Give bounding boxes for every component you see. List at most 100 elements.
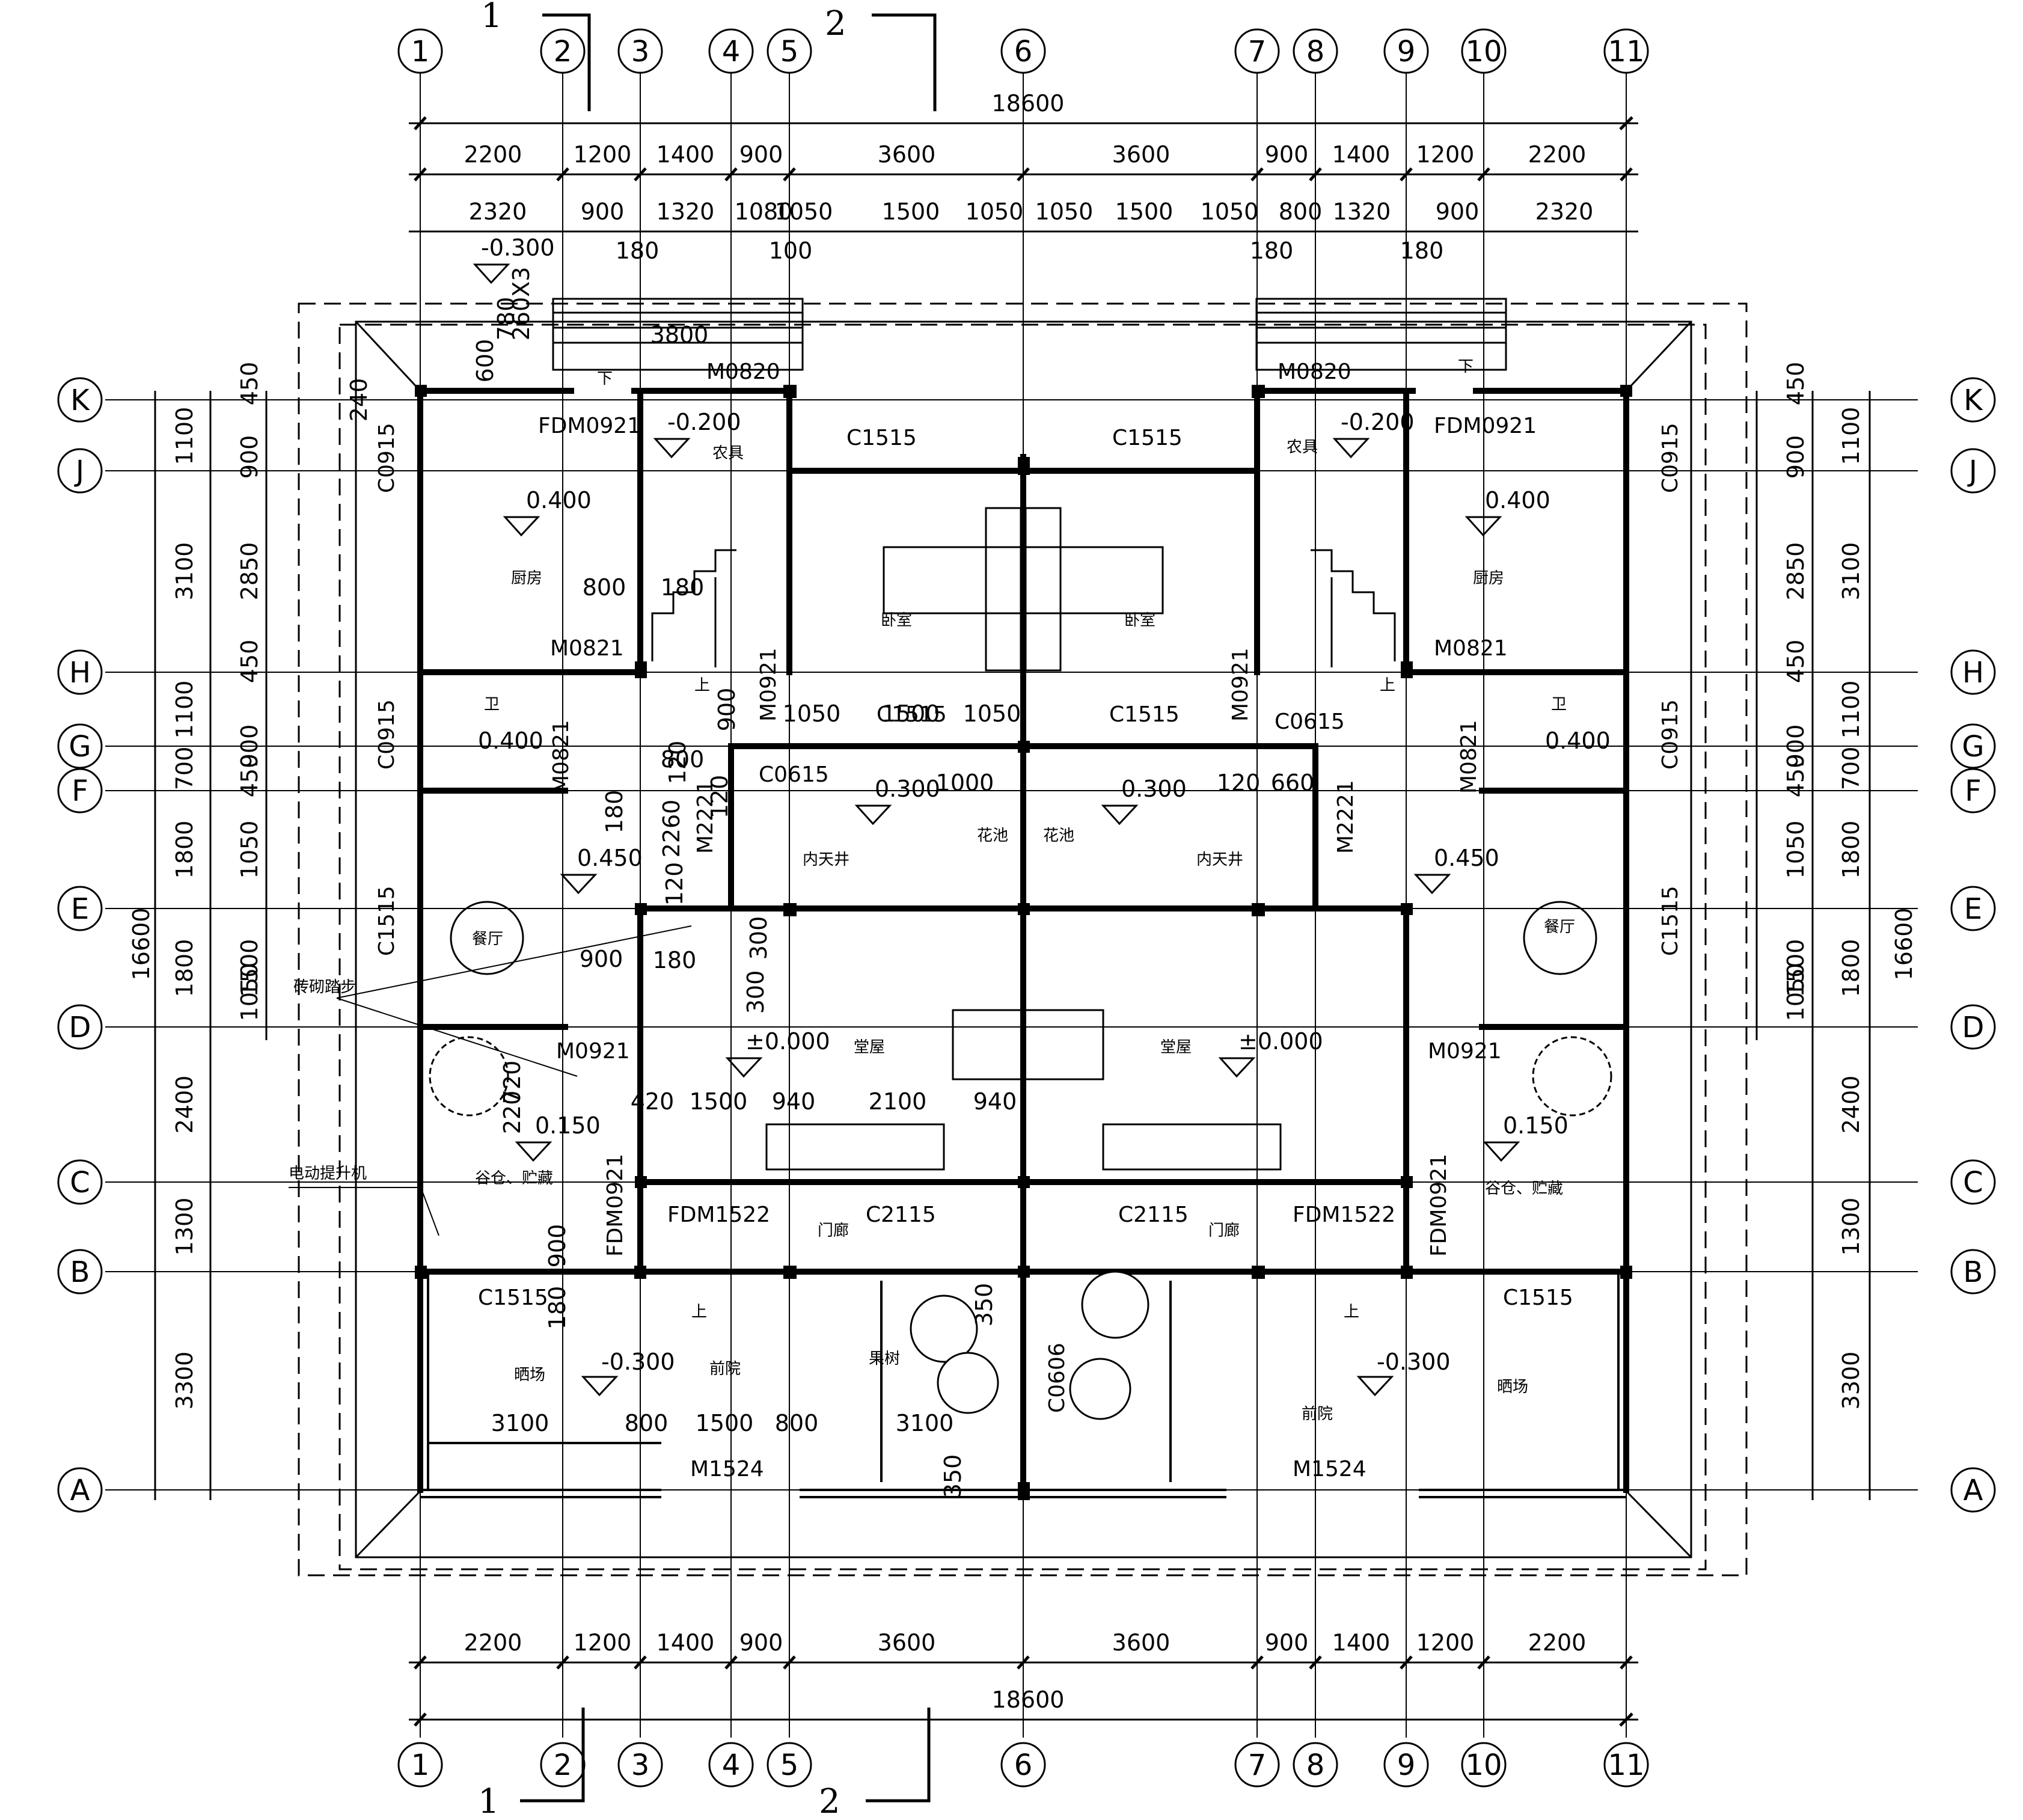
dim-left-inner-2: 2850 bbox=[236, 542, 263, 601]
room-frontyard-right: 前院 bbox=[1302, 1405, 1333, 1423]
axis-bubble-top-9: 9 bbox=[1397, 35, 1416, 69]
dim-right-inner-3: 450 bbox=[1783, 640, 1809, 684]
label-c1515-right-side: C1515 bbox=[1658, 886, 1683, 956]
axis-bubble-right-E-circle bbox=[1950, 886, 1996, 931]
dim-right-outer-4: 1800 bbox=[1838, 821, 1864, 879]
label-m0921-right: M0921 bbox=[1428, 1039, 1502, 1064]
dim-right-inner-6: 1050 bbox=[1783, 821, 1809, 879]
dim-interior-21: 1500 bbox=[882, 700, 940, 727]
dim-left-outer-0: 1100 bbox=[171, 407, 198, 465]
axis-bubble-left-C: C bbox=[70, 1166, 90, 1200]
label-c2115-left: C2115 bbox=[866, 1203, 936, 1227]
dim-right-outer-7: 1300 bbox=[1838, 1198, 1864, 1256]
dim-left-inner-0: 450 bbox=[236, 362, 263, 406]
label-c1515-top-right: C1515 bbox=[1112, 426, 1183, 450]
note-up-yard-left: 上 bbox=[691, 1303, 707, 1321]
axis-bubble-top-5-circle bbox=[767, 28, 812, 74]
dim-left-inner-6: 1050 bbox=[236, 821, 263, 879]
dim-top2-3: 1080 bbox=[735, 198, 793, 225]
section-marks bbox=[520, 13, 937, 1803]
axis-bubble-top-8: 8 bbox=[1306, 35, 1325, 69]
axis-bubble-right-G-circle bbox=[1950, 723, 1996, 769]
label-c0915-left-top: C0915 bbox=[375, 423, 399, 493]
dim-overall-top: 18600 bbox=[992, 90, 1065, 117]
room-porch-right: 门廊 bbox=[1208, 1222, 1240, 1240]
axis-bubble-top-1: 1 bbox=[411, 35, 430, 69]
label-c1515-bottom-right: C1515 bbox=[1503, 1285, 1573, 1310]
dim-interior-18: 2100 bbox=[869, 1088, 927, 1115]
axis-bubble-left-A: A bbox=[70, 1474, 90, 1507]
label-c1515-mid-left: C1515 bbox=[877, 702, 947, 727]
dim-left-outer-8: 3300 bbox=[171, 1352, 198, 1410]
label-m0821-wc-right: M0821 bbox=[1457, 720, 1481, 794]
axis-bubble-top-2: 2 bbox=[554, 35, 572, 69]
axis-bubble-left-J-circle bbox=[57, 448, 103, 494]
section-mark-2-bottom: 2 bbox=[819, 1782, 840, 1818]
dimension-ticks bbox=[414, 116, 1633, 1727]
label-c1515-mid-right: C1515 bbox=[1109, 702, 1180, 727]
axis-bubble-bottom-11: 11 bbox=[1608, 1748, 1644, 1782]
dim-left-inner-8: 1050 bbox=[236, 963, 263, 1022]
axis-bubble-right-C: C bbox=[1963, 1166, 1983, 1200]
label-fdm0921-granary-left: FDM0921 bbox=[603, 1154, 628, 1257]
label-c0915-right-mid: C0915 bbox=[1658, 699, 1683, 770]
dim-interior-37: 600 bbox=[472, 339, 498, 383]
label-m1524-right: M1524 bbox=[1293, 1457, 1367, 1481]
axis-bubble-right-C-circle bbox=[1950, 1159, 1996, 1205]
dim-top-extra-3: 180 bbox=[1400, 237, 1444, 264]
note-down-right: 下 bbox=[1458, 358, 1474, 376]
dim-interior-0: 800 bbox=[583, 574, 626, 601]
dim-right-outer-5: 1800 bbox=[1838, 939, 1864, 997]
dim-top1-1: 1200 bbox=[574, 141, 632, 168]
yard-walls bbox=[419, 1272, 1627, 1498]
room-frontyard-left: 前院 bbox=[709, 1360, 741, 1378]
dim-top2-10: 800 bbox=[1279, 198, 1323, 225]
axis-bubble-bottom-7: 7 bbox=[1248, 1748, 1267, 1782]
axis-bubble-bottom-8-circle bbox=[1293, 1742, 1338, 1788]
dim-bottom-9: 2200 bbox=[1528, 1629, 1587, 1656]
axis-bubble-top-3: 3 bbox=[631, 35, 650, 69]
level-granary-left: 0.150 bbox=[535, 1112, 601, 1139]
note-up-stair-left: 上 bbox=[694, 676, 710, 694]
dim-interior-3: 120 bbox=[664, 741, 691, 785]
dim-interior-14: 220 bbox=[499, 1091, 525, 1135]
room-tools-right: 农具 bbox=[1287, 438, 1318, 456]
axis-bubble-right-K-circle bbox=[1950, 377, 1996, 423]
label-c0615-left: C0615 bbox=[759, 762, 829, 787]
axis-bubble-top-9-circle bbox=[1383, 28, 1429, 74]
dim-bottom-7: 1400 bbox=[1332, 1629, 1391, 1656]
label-m2221-right: M2221 bbox=[1333, 780, 1358, 854]
dim-interior-2: 900 bbox=[714, 688, 740, 732]
label-fdm0921-right: FDM0921 bbox=[1434, 414, 1537, 438]
room-granary-left: 谷仓、贮藏 bbox=[475, 1169, 553, 1187]
room-kitchen-right: 厨房 bbox=[1473, 569, 1504, 587]
room-granary-right: 谷仓、贮藏 bbox=[1485, 1180, 1563, 1198]
axis-bubble-right-J: J bbox=[1967, 455, 1977, 488]
dim-right-outer-8: 3300 bbox=[1838, 1352, 1864, 1410]
dim-top1-3: 900 bbox=[739, 141, 783, 168]
level-dining-left: 0.450 bbox=[577, 845, 643, 871]
axis-bubble-left-H-circle bbox=[57, 649, 103, 695]
notes: 砖砌踏步 电动提升机 上 上 上 上 下 下 bbox=[289, 358, 1474, 1321]
axis-bubble-right-K: K bbox=[1963, 384, 1983, 417]
dim-left-inner-5: 450 bbox=[236, 754, 263, 798]
axis-bubble-right-A-circle bbox=[1950, 1467, 1996, 1513]
level-triangles bbox=[473, 263, 1520, 1397]
room-kitchen-left: 厨房 bbox=[511, 569, 542, 587]
dim-right-inner-2: 2850 bbox=[1783, 542, 1809, 601]
axis-bubble-left-C-circle bbox=[57, 1159, 103, 1205]
level-yard-right: -0.300 bbox=[1377, 1349, 1451, 1375]
dim-interior-15: 420 bbox=[631, 1088, 675, 1115]
dimension-lines bbox=[154, 122, 1871, 1721]
label-c1515-bottom-left: C1515 bbox=[478, 1285, 548, 1310]
axis-bubble-bottom-3: 3 bbox=[631, 1748, 650, 1782]
axis-bubble-bottom-5-circle bbox=[767, 1742, 812, 1788]
room-tools-left: 农具 bbox=[712, 444, 744, 462]
axis-bubble-bottom-2: 2 bbox=[554, 1748, 572, 1782]
dim-interior-35: 240 bbox=[346, 378, 372, 422]
dim-top2-6: 1050 bbox=[966, 198, 1024, 225]
dim-interior-29: 800 bbox=[625, 1410, 669, 1436]
label-fdm1522-left: FDM1522 bbox=[667, 1203, 770, 1227]
note-brick-steps: 砖砌踏步 bbox=[293, 978, 356, 996]
